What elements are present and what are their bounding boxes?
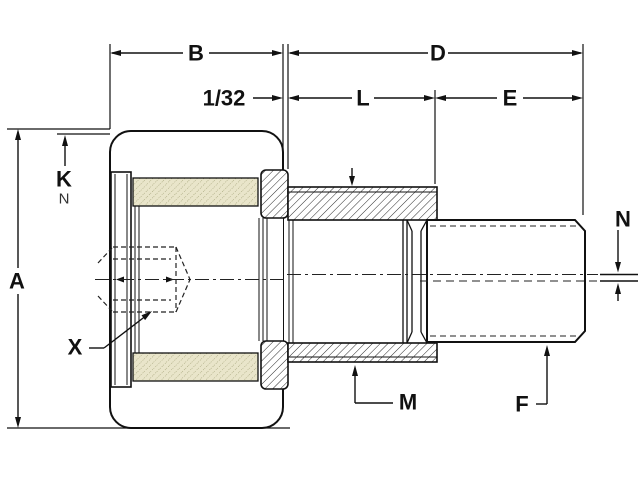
- needle-band-bottom: [132, 352, 259, 382]
- dim-N: N: [600, 207, 638, 301]
- stud-shoulder: [287, 186, 438, 363]
- dim-label-gap: 1/32: [203, 86, 246, 111]
- callout-X: X: [68, 311, 152, 360]
- dim-label-X: X: [68, 335, 83, 360]
- dim-label-K: K: [56, 167, 72, 192]
- needle-band-top: [132, 177, 259, 207]
- hex-socket: [97, 246, 191, 313]
- dim-label-F: F: [515, 392, 528, 417]
- dim-label-M: M: [399, 390, 417, 415]
- dim-label-N: N: [615, 207, 631, 232]
- callout-M: M: [352, 365, 417, 415]
- dim-E: E: [435, 86, 583, 111]
- thread-relief-groove: [402, 219, 428, 344]
- callout-F: F: [515, 345, 550, 417]
- dim-L: L: [288, 86, 436, 184]
- dim-K: K N: [56, 133, 110, 208]
- dim-label-K-sub: N: [59, 191, 70, 208]
- threaded-stud: [426, 219, 586, 343]
- dim-label-B: B: [188, 41, 204, 66]
- dim-D: D: [287, 41, 584, 215]
- dim-label-A: A: [9, 269, 25, 294]
- dim-A: A: [7, 128, 290, 429]
- dim-label-E: E: [503, 86, 518, 111]
- dim-gap: 1/32: [203, 86, 283, 111]
- needle-rollers: [132, 177, 259, 382]
- dim-B: B: [109, 41, 284, 169]
- dim-label-D: D: [430, 41, 446, 66]
- shoulder-surface-arrow: [349, 168, 355, 186]
- centerlines: [95, 273, 600, 282]
- dim-label-L: L: [356, 86, 369, 111]
